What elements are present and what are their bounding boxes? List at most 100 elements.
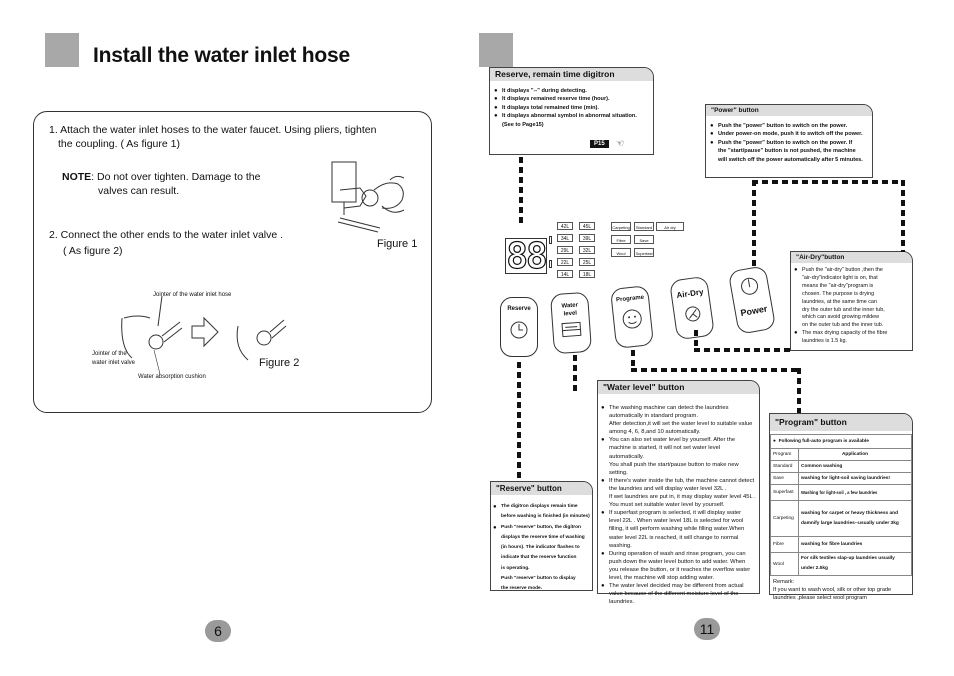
reserve-line: displays the reserve time of washing bbox=[501, 534, 585, 540]
level-39l: 39L bbox=[579, 234, 595, 242]
power-button-label: Power bbox=[739, 303, 769, 319]
level-25l: 25L bbox=[579, 258, 595, 266]
water-level-line: water level 22L is reached, it will chan… bbox=[609, 534, 739, 541]
program-table-header: Following full-auto program is available bbox=[778, 439, 869, 444]
col-application: Application bbox=[798, 448, 912, 461]
program-desc: washing for carpet or heavy thickness an… bbox=[798, 500, 912, 537]
level-42l: 42L bbox=[557, 222, 573, 230]
program-grid: Carpeting Standard Fibre Save Wool Super… bbox=[611, 222, 654, 257]
power-item: Under power-on mode, push it to switch o… bbox=[710, 130, 868, 139]
water-level-title: "Water level" button bbox=[598, 381, 759, 394]
program-name: Save bbox=[770, 472, 799, 485]
water-level-button[interactable]: Water level bbox=[549, 291, 593, 355]
connector-line bbox=[797, 368, 801, 414]
digitron-item-ref: (See to Page15) bbox=[502, 121, 544, 128]
page-title: Install the water inlet hose bbox=[93, 44, 350, 67]
reserve-line: The digitron displays remain time bbox=[493, 502, 590, 513]
airdry-line: "air-dry"indicator light is on, that bbox=[802, 274, 878, 281]
connector-line bbox=[752, 180, 902, 184]
reserve-title: "Reserve" button bbox=[491, 482, 592, 495]
water-level-line: you release the button, or it reaches th… bbox=[609, 566, 751, 573]
connector-line bbox=[573, 355, 577, 391]
water-level-line: the laundries and will display water lev… bbox=[609, 485, 727, 492]
programme-button-label: Programe bbox=[615, 294, 645, 304]
remark-text: If you want to wash wool, silk or other … bbox=[773, 587, 892, 601]
airdry-line: laundries is 1.5 kg. bbox=[802, 338, 847, 345]
airdry-line: means the "air-dry"program is bbox=[802, 282, 874, 289]
program-name: Standard bbox=[770, 460, 799, 473]
digitron-item: It displays abnormal symbol in abnormal … bbox=[494, 112, 649, 121]
airdry-line: on the outer tub and the inner tub. bbox=[802, 322, 884, 329]
water-level-list: The washing machine can detect the laund… bbox=[598, 394, 759, 606]
figure-2-illustration bbox=[121, 296, 287, 375]
display-indicator bbox=[549, 236, 552, 244]
level-22l: 22L bbox=[557, 258, 573, 266]
water-level-line: During operation of wash and rinse progr… bbox=[601, 550, 756, 558]
air-dry-button[interactable]: Air-Dry bbox=[669, 275, 715, 341]
program-fibre: Fibre bbox=[611, 235, 631, 244]
airdry-list: Push the "air-dry" button ,then the "air… bbox=[791, 263, 912, 346]
programme-button[interactable]: Programe bbox=[609, 285, 655, 349]
airdry-line: laundries, at the same time can bbox=[802, 298, 877, 305]
program-superfast: Superfast bbox=[634, 248, 654, 257]
reserve-button-label: Reserve bbox=[507, 306, 531, 312]
step-1-line-1: 1. Attach the water inlet hoses to the w… bbox=[49, 124, 377, 136]
level-34l: 34L bbox=[557, 234, 573, 242]
connector-line bbox=[901, 180, 905, 252]
step-2-line-2: ( As figure 2) bbox=[63, 245, 123, 257]
fig2-jointer-valve-line-1: Jointer of the bbox=[92, 351, 127, 357]
step-2: 2. Connect the other ends to the water i… bbox=[49, 228, 349, 258]
water-level-button-label: Water level bbox=[552, 301, 589, 319]
power-list: Push the "power" button to switch on the… bbox=[706, 116, 872, 164]
fan-icon bbox=[685, 306, 701, 322]
fig2-label-jointer-valve: Jointer of the water inlet valve bbox=[92, 350, 135, 368]
program-title: "Program" button bbox=[770, 414, 912, 431]
clock-icon bbox=[510, 321, 528, 339]
note-text: : Do not over tighten. Damage to the bbox=[91, 171, 261, 183]
program-desc: washing for fibre laundries bbox=[798, 536, 912, 553]
reserve-box: "Reserve" button The digitron displays r… bbox=[490, 481, 593, 591]
airdry-line: dry the outer tub and the inner tub, bbox=[802, 306, 885, 313]
airdry-line: Push the "air-dry" button ,then the bbox=[794, 267, 909, 275]
instructions-panel bbox=[33, 111, 432, 413]
page-marker-right bbox=[479, 33, 513, 67]
airdry-box: "Air-Dry"button Push the "air-dry" butto… bbox=[790, 251, 913, 351]
program-name: Wool bbox=[770, 552, 799, 576]
step-2-line-1: 2. Connect the other ends to the water i… bbox=[49, 229, 284, 241]
digitron-item: It displays total remained time (min). bbox=[494, 104, 649, 113]
level-18l: 18L bbox=[579, 270, 595, 278]
digit-display: 88 bbox=[505, 236, 548, 277]
airdry-title: "Air-Dry"button bbox=[791, 252, 912, 263]
water-level-line: washing. bbox=[609, 542, 632, 549]
level-14l: 14L bbox=[557, 270, 573, 278]
reserve-button[interactable]: Reserve bbox=[500, 297, 538, 357]
water-level-line: If wet laundries are put in, it may disp… bbox=[609, 494, 756, 501]
connector-line bbox=[631, 368, 801, 372]
connector-line bbox=[631, 350, 635, 370]
program-carpeting: Carpeting bbox=[611, 222, 631, 231]
program-remark: Remark: If you want to wash wool, silk o… bbox=[770, 576, 912, 604]
reserve-line: is operating. bbox=[501, 565, 530, 571]
airdry-line: chosen. The purpose is drying bbox=[802, 290, 875, 297]
water-level-line: setting. bbox=[609, 469, 628, 476]
fig2-label-jointer-hose: Jointer of the water inlet hose bbox=[153, 292, 232, 298]
page-marker-left bbox=[45, 33, 79, 67]
reserve-line: (in hours). The indicator flashes to bbox=[501, 545, 580, 551]
water-level-line: You shall push the start/pause button to… bbox=[609, 461, 739, 468]
col-program: Program bbox=[770, 448, 799, 461]
level-45l: 45L bbox=[579, 222, 595, 230]
power-button[interactable]: Power bbox=[727, 265, 777, 335]
page-number-left: 6 bbox=[205, 620, 231, 642]
program-wool: Wool bbox=[611, 248, 631, 257]
note: NOTE: Do not over tighten. Damage to the… bbox=[62, 170, 292, 198]
note-text-2: valves can result. bbox=[98, 185, 180, 197]
water-level-line: You can also set water level by yourself… bbox=[601, 436, 756, 444]
water-level-label-2: level bbox=[563, 310, 578, 318]
program-desc: Washing for light-soil , a few laundries bbox=[798, 484, 912, 501]
power-box: "Power" button Push the "power" button t… bbox=[705, 104, 873, 178]
connector-line bbox=[694, 330, 698, 350]
reserve-line: indicate that the reserve function bbox=[501, 555, 577, 561]
water-level-box: "Water level" button The washing machine… bbox=[597, 380, 760, 605]
